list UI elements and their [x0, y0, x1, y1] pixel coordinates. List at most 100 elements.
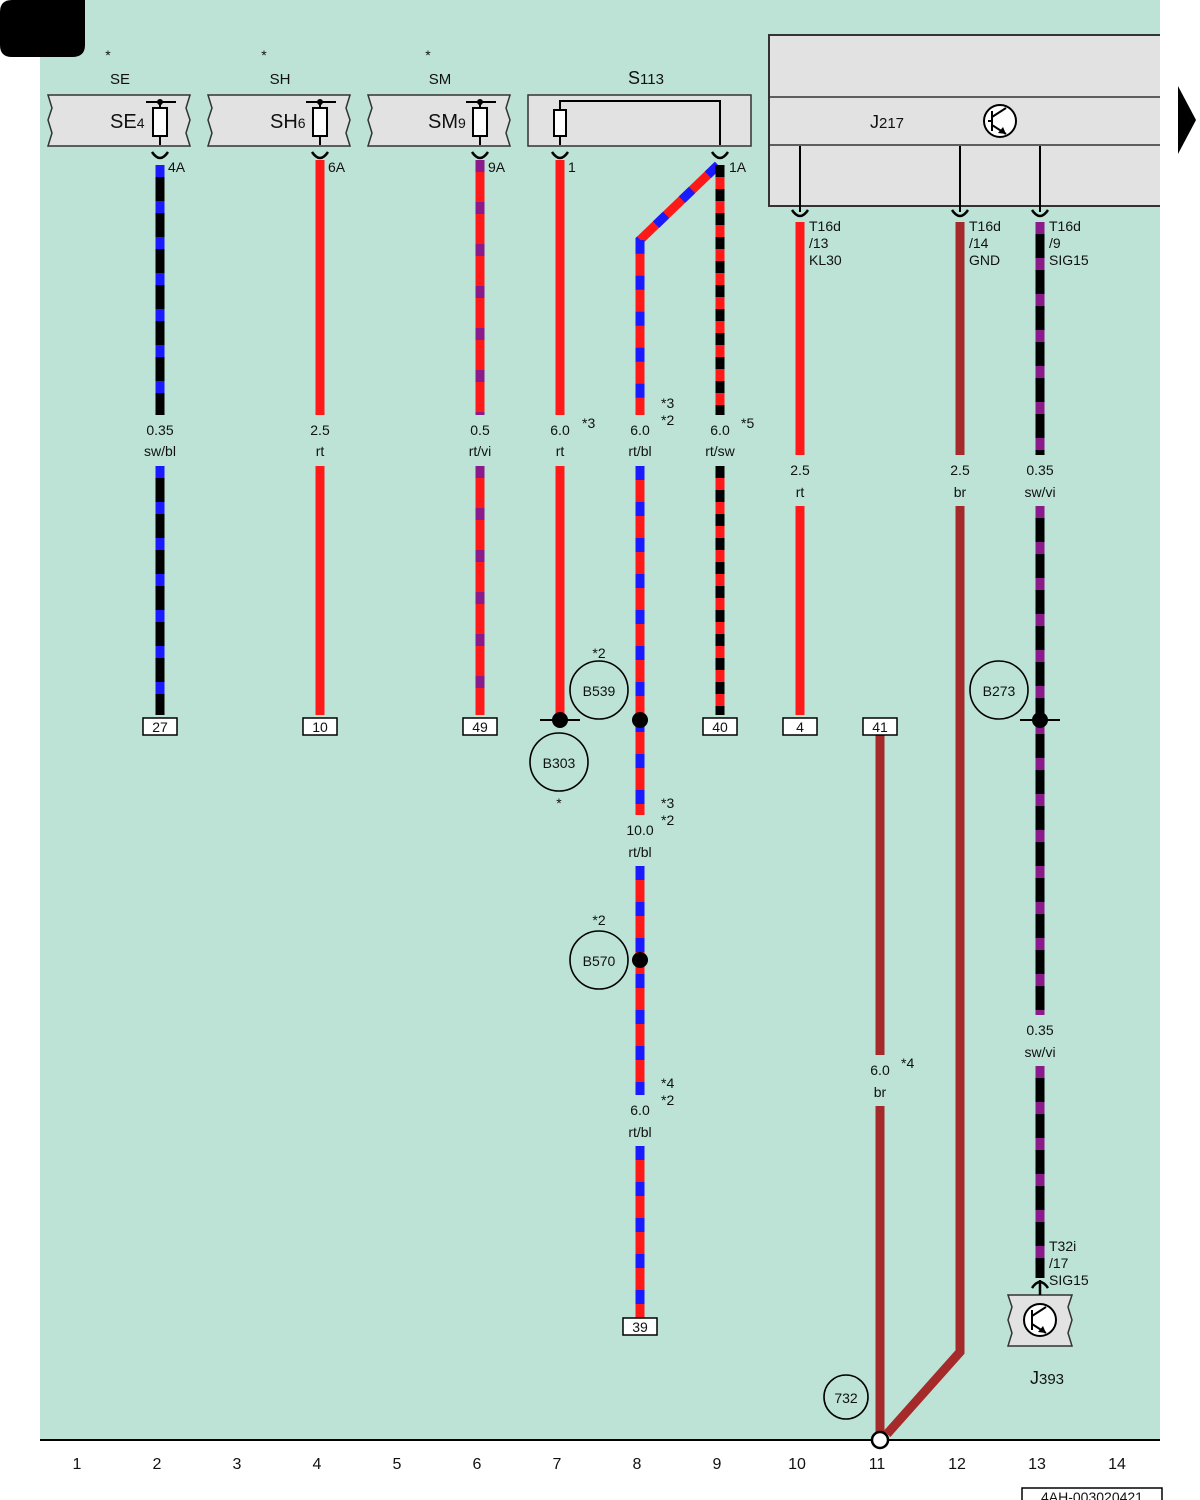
splice-b539-circle [569, 660, 629, 720]
wire-color: br [954, 484, 967, 500]
fuse-sh-group: SH [270, 71, 291, 88]
wire-note: *5 [741, 415, 754, 431]
fuse-sm-pin: 9A [488, 159, 506, 175]
wire-color: rt/bl [628, 1124, 651, 1140]
wire-size: 0.35 [1026, 1022, 1053, 1038]
column-number: 14 [1108, 1456, 1126, 1473]
diagram-background [40, 0, 1160, 1440]
s113-pin1: 1 [568, 159, 576, 175]
wire-note: *3 [582, 415, 595, 431]
column-number: 4 [313, 1456, 322, 1473]
fuse-icon [472, 107, 488, 137]
ground-732-label: 732 [834, 1390, 858, 1406]
terminal-box [702, 717, 738, 736]
column-number: 1 [73, 1456, 82, 1473]
terminal-box [622, 1317, 658, 1336]
splice-b539-note: *2 [592, 645, 605, 661]
column-number: 11 [869, 1456, 886, 1473]
fuse-icon [312, 107, 328, 137]
terminal-box [862, 717, 898, 736]
fuse-sm-group: SM [429, 71, 452, 88]
column-number: 7 [553, 1456, 562, 1473]
fuse-sm-star: * [425, 47, 431, 63]
splice-b570-label: B570 [583, 953, 616, 969]
wire-size: 6.0 [710, 422, 730, 438]
splice-b273-circle [969, 660, 1029, 720]
column-number: 6 [473, 1456, 482, 1473]
terminal-number: 27 [152, 719, 168, 735]
connector-j393: T32i /17 SIG15 [1049, 1238, 1089, 1288]
wire-size: 6.0 [550, 422, 570, 438]
terminal-number: 41 [872, 719, 888, 735]
wire-note: *4 [901, 1055, 914, 1071]
wire-color: rt/sw [705, 443, 735, 459]
wire-color: rt [316, 443, 325, 459]
wire-rt-bl-diag-stripe [635, 161, 722, 415]
terminal-box [782, 717, 818, 736]
relay-box-s113 [527, 94, 752, 147]
wire-color: rt/bl [628, 844, 651, 860]
s113-label: S113 [628, 68, 664, 88]
splice-b303-label: B303 [543, 755, 576, 771]
wire-size: 10.0 [626, 822, 653, 838]
column-number: 3 [233, 1456, 242, 1473]
wire-size: 0.35 [146, 422, 173, 438]
terminal-box [302, 717, 338, 736]
continue-arrow [1178, 86, 1196, 154]
terminal-number: 10 [312, 719, 328, 735]
column-number: 8 [633, 1456, 642, 1473]
wire-size: 6.0 [630, 1102, 650, 1118]
fuse-sm-label: SM9 [428, 111, 466, 133]
terminal-number: 49 [472, 719, 488, 735]
splice-b539-label: B539 [583, 683, 616, 699]
fuse-se-group: SE [110, 71, 130, 88]
fuse-se-star: * [105, 47, 111, 63]
ground-point [870, 1430, 890, 1450]
wire-color: rt [796, 484, 805, 500]
fuse-se-pin: 4A [168, 159, 186, 175]
wire-color: sw/vi [1024, 1044, 1055, 1060]
connector-j217-a: T16d /13 KL30 [809, 218, 845, 268]
page-code: 4AH-003020421 [1041, 1489, 1143, 1500]
fuse-box-sh [206, 94, 352, 147]
column-number: 2 [153, 1456, 162, 1473]
wire-note: *3*2 [661, 395, 674, 428]
connector-j217-c: T16d /9 SIG15 [1049, 218, 1089, 268]
wire-color: rt/bl [628, 443, 651, 459]
page-code-box [1021, 1487, 1163, 1500]
column-number: 5 [393, 1456, 402, 1473]
terminal-box [142, 717, 178, 736]
wire-size: 2.5 [950, 462, 970, 478]
control-unit-j217 [768, 34, 1160, 212]
terminal-number: 4 [796, 719, 804, 735]
column-number: 13 [1028, 1456, 1046, 1473]
wire-size: 0.35 [1026, 462, 1053, 478]
splice-b570-note: *2 [592, 912, 605, 928]
electronic-icon [983, 104, 1017, 138]
wire-br-col12-b [883, 506, 965, 1437]
fuse-icon [152, 107, 168, 137]
wire-size: 2.5 [310, 422, 330, 438]
wire-color: rt [556, 443, 565, 459]
column-number: 12 [948, 1456, 966, 1473]
j217-label: J217 [870, 112, 904, 132]
wire-size: 0.5 [470, 422, 490, 438]
wire-color: rt/vi [469, 443, 492, 459]
splice-b303-note: * [556, 795, 562, 811]
wire-color: sw/vi [1024, 484, 1055, 500]
fuse-se-label: SE4 [110, 111, 145, 133]
splice-points [540, 712, 1060, 968]
s113-pin2: 1A [729, 159, 747, 175]
wire-note: *4*2 [661, 1075, 674, 1108]
column-number: 10 [788, 1456, 806, 1473]
splice-b570-circle [569, 930, 629, 990]
fuse-box-se [46, 94, 192, 147]
fuse-sh-pin: 6A [328, 159, 346, 175]
electronic-icon [1023, 1303, 1057, 1337]
wire-size: 2.5 [790, 462, 810, 478]
wire-color: sw/bl [144, 443, 176, 459]
fuse-box-sm [366, 94, 512, 147]
fuse-icon [553, 109, 567, 137]
wire-size: 6.0 [870, 1062, 890, 1078]
